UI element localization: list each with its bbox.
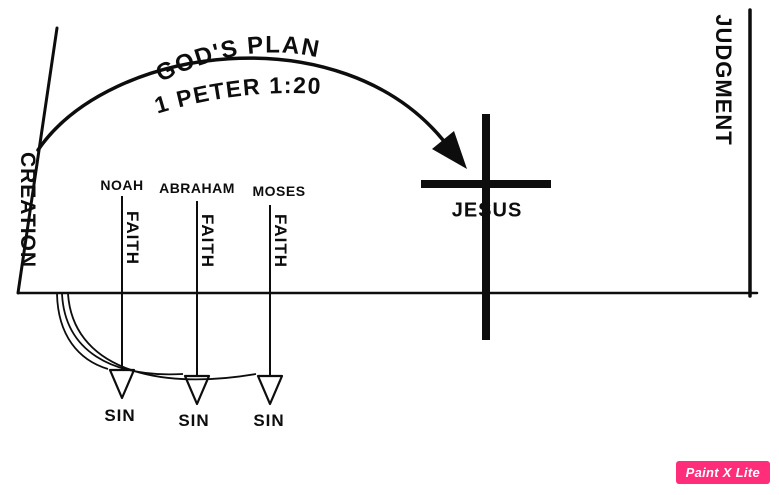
sin-label-3: SIN (253, 411, 285, 430)
jesus-label: JESUS (451, 199, 523, 222)
sin-curve-3 (67, 293, 257, 381)
creation-label: CREATION (16, 151, 39, 269)
faith-label-moses: FAITH (271, 213, 290, 269)
paint-x-lite-watermark: Paint X Lite (675, 461, 770, 484)
creation-axis-line (16, 26, 59, 295)
noah-label: NOAH (100, 177, 144, 193)
sin-curve-2 (61, 293, 184, 376)
sin-arrowhead-icon-abraham (183, 374, 211, 406)
abraham-label: ABRAHAM (159, 180, 235, 196)
sin-label-2: SIN (178, 411, 210, 430)
faith-label-abraham: FAITH (198, 213, 217, 269)
sin-arrowhead-icon-noah (108, 368, 136, 400)
sin-label-1: SIN (104, 406, 136, 425)
sin-arrowhead-icon-moses (256, 374, 284, 406)
judgment-label: JUDGMENT (711, 14, 736, 146)
faith-label-noah: FAITH (123, 210, 142, 266)
moses-label: MOSES (252, 183, 306, 199)
sin-curve-1 (56, 293, 109, 370)
arc-arrowhead-icon (432, 131, 467, 169)
gods-plan-arc (36, 56, 445, 152)
